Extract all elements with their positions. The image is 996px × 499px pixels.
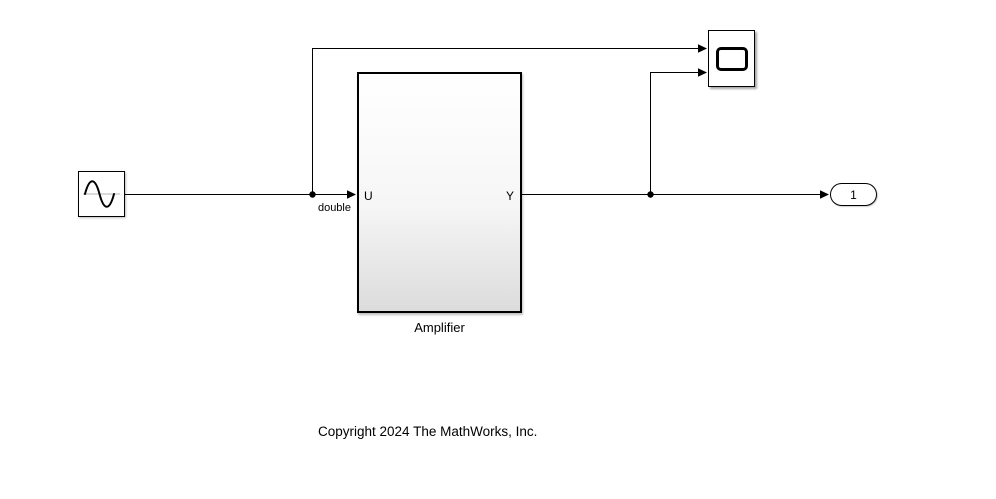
amplifier-subsystem-block[interactable]: U Y	[357, 72, 522, 313]
sine-wave-block[interactable]	[78, 171, 125, 217]
arrowhead-into-outport	[820, 190, 829, 199]
amplifier-output-port-label: Y	[505, 189, 514, 203]
scope-block[interactable]	[708, 30, 755, 87]
branch-point-dot-1	[309, 191, 316, 198]
amplifier-input-port-label: U	[364, 189, 373, 203]
copyright-annotation: Copyright 2024 The MathWorks, Inc.	[318, 424, 538, 439]
amplifier-block-name: Amplifier	[414, 320, 465, 335]
arrowhead-into-scope-1	[698, 44, 707, 53]
arrowhead-into-amplifier	[347, 190, 356, 199]
signal-datatype-label: double	[317, 202, 351, 214]
arrowhead-into-scope-2	[698, 68, 707, 77]
outport-number: 1	[850, 187, 857, 202]
branch-point-dot-2	[647, 191, 654, 198]
scope-display-icon	[715, 46, 748, 71]
sine-wave-icon	[83, 180, 120, 208]
outport-block[interactable]: 1	[830, 183, 877, 206]
